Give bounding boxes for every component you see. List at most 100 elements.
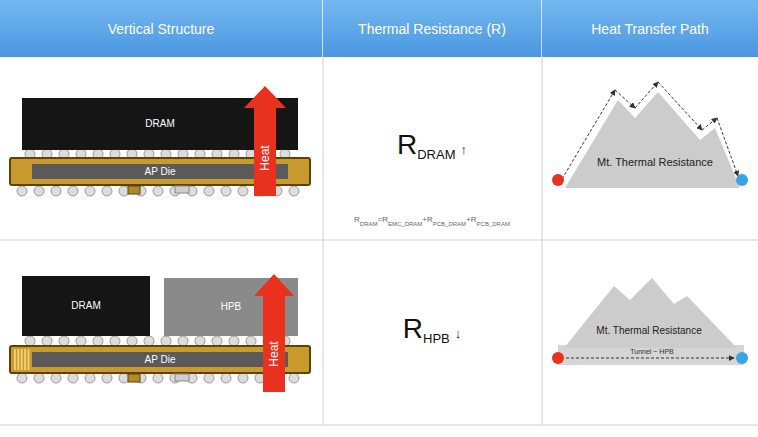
solder-ball (204, 373, 214, 383)
passive-component (175, 374, 189, 381)
part-name: DRAM (71, 301, 100, 311)
header-text: Thermal Resistance (R) (358, 22, 506, 36)
mountain-outline (564, 278, 737, 348)
solder-ball (85, 186, 95, 196)
solder-ball (212, 336, 222, 346)
symbol-text: ↑ (461, 142, 468, 157)
contact-pad (24, 349, 26, 370)
solder-ball (59, 336, 69, 346)
passive-component (128, 374, 140, 382)
solder-ball (51, 186, 61, 196)
subscript: HPB (423, 331, 450, 346)
thermal-mountain: Mt. Thermal Resistance (552, 80, 748, 192)
part-name: DRAM (145, 119, 174, 129)
symbol-text: Tunnel ~ HPB (630, 348, 674, 355)
contact-pad (28, 349, 30, 370)
solder-ball (238, 186, 248, 196)
solder-ball (153, 186, 163, 196)
substrate-pads (14, 349, 29, 370)
arrow-body (244, 86, 286, 196)
header-text: Vertical Structure (108, 22, 215, 36)
header-text: Heat Transfer Path (591, 22, 709, 36)
part-name: AP Die (145, 355, 176, 365)
mountain-shape (552, 80, 748, 192)
solder-ball (102, 373, 112, 383)
symbol-text: +R (422, 215, 432, 224)
solder-ball (238, 373, 248, 383)
solder-ball (42, 336, 52, 346)
symbol-text: R (397, 129, 417, 160)
subscript: PCB_DRAM (477, 221, 510, 227)
solder-ball (34, 373, 44, 383)
solder-ball (178, 336, 188, 346)
resistance-formula: RDRAM=REMC_DRAM+RPCB_DRAM+RPCB_DRAM (354, 209, 510, 227)
mountain-label: Mt. Thermal Resistance (597, 157, 713, 168)
solder-ball (51, 373, 61, 383)
heat-path-arrow (615, 90, 635, 108)
part-name: HPB (221, 302, 242, 312)
passive-component (175, 186, 189, 193)
heat-path-arrow (635, 82, 658, 108)
solder-ball (34, 186, 44, 196)
table-header: Vertical Structure (0, 0, 323, 57)
heat-path-arrow (658, 82, 702, 130)
end-dot (736, 352, 748, 364)
solder-ball (195, 336, 205, 346)
contact-pad (17, 349, 19, 370)
symbol-text: +R (466, 215, 476, 224)
heat-arrow: Heat (254, 274, 294, 392)
symbol-text: =R (378, 215, 388, 224)
heat-arrow: Heat (244, 86, 286, 196)
resistance-symbol: RHPB↓ (403, 315, 461, 344)
solder-ball (204, 186, 214, 196)
subscript: EMC_DRAM (388, 221, 422, 227)
solder-ball (161, 336, 171, 346)
table-header: Thermal Resistance (R) (323, 0, 542, 57)
contact-pad (21, 349, 23, 370)
contact-pad (14, 349, 16, 370)
part-name: AP Die (145, 167, 176, 177)
heat-path-arrow (717, 118, 738, 176)
solder-ball (25, 336, 35, 346)
solder-ball (68, 373, 78, 383)
ap-die: AP Die (32, 164, 288, 179)
arrow-body (254, 274, 294, 392)
tunnel-path-arrow (566, 358, 734, 359)
arrow-shape (244, 86, 286, 196)
table-grid-line (0, 240, 758, 241)
end-dot (736, 174, 748, 186)
heat-path-arrow (702, 118, 717, 130)
solder-ball (221, 186, 231, 196)
solder-ball (17, 186, 27, 196)
arrow-shape (254, 274, 294, 392)
solder-ball (110, 336, 120, 346)
tunnel-label: Tunnel ~ HPB (630, 341, 674, 357)
passive-component (128, 186, 140, 194)
solder-ball (85, 373, 95, 383)
solder-ball (246, 336, 256, 346)
dram-chip: DRAM (22, 276, 150, 336)
table-grid-line (323, 57, 324, 425)
symbol-text: R (403, 313, 423, 344)
mountain-label: Mt. Thermal Resistance (596, 326, 701, 336)
solder-ball (289, 186, 299, 196)
subscript: DRAM (417, 147, 455, 162)
solder-ball (93, 336, 103, 346)
table-grid-line (0, 425, 758, 426)
subscript: DRAM (360, 221, 378, 227)
arrow-label: Heat (259, 145, 271, 170)
solder-ball (76, 336, 86, 346)
solder-ball (144, 336, 154, 346)
resistance-symbol: RDRAM ↑ (397, 131, 467, 160)
solder-ball (17, 373, 27, 383)
solder-ball (229, 336, 239, 346)
table-grid-line (542, 57, 543, 425)
solder-ball (127, 336, 137, 346)
subscript: PCB_DRAM (433, 221, 466, 227)
table-header: Heat Transfer Path (542, 0, 758, 57)
start-dot (552, 174, 564, 186)
solder-ball (68, 186, 78, 196)
ap-die: AP Die (32, 352, 288, 367)
